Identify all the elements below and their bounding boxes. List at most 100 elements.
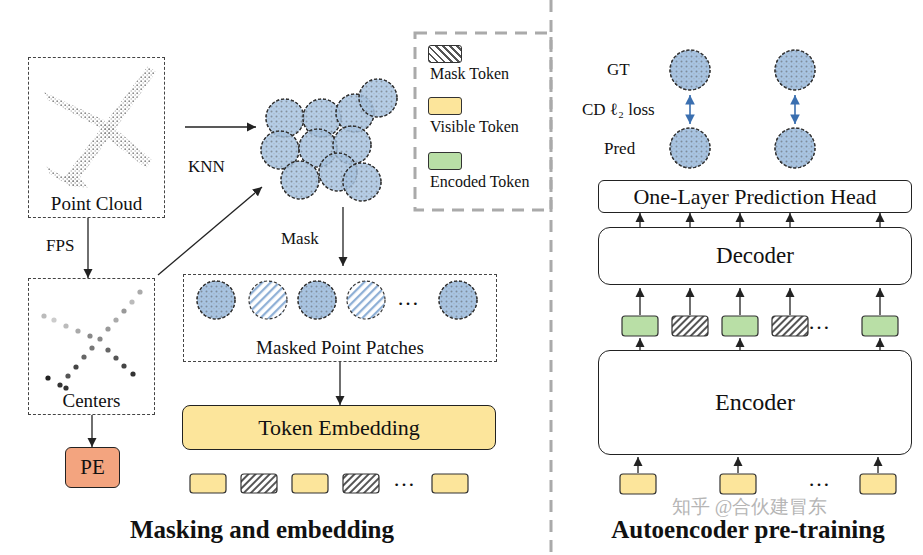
pe-box: PE [65,447,120,488]
drawing-part [789,288,790,315]
token-embedding-box: Token Embedding [182,405,496,450]
drawing-part [794,95,796,124]
node-label: Token Embedding [258,415,420,440]
drawing-part [298,281,336,319]
masked-patches [197,281,477,319]
drawing-part [439,281,477,319]
drawing-part [249,281,287,319]
masked-patches-box: Masked Point Patches [183,274,497,362]
edge-label: FPS [46,236,74,256]
knn-patch-cluster [261,79,397,201]
drawing-part [190,474,226,493]
watermark: 知乎 @合伙建冒东 [672,496,827,518]
ellipsis: … [808,466,830,491]
drawing-part [343,163,381,201]
node-label: Decoder [716,243,794,269]
drawing-part [130,371,135,376]
drawing-part [775,50,815,90]
ellipsis: … [397,285,419,310]
loss-label: CD ℓ₂ loss [582,100,655,120]
centers-box: Centers [28,278,155,415]
drawing-part [113,317,118,322]
drawing-part [102,124,152,168]
drawing-part [439,281,477,319]
legend-swatch [428,97,462,115]
drawing-part [87,333,92,338]
drawing-part [775,50,815,90]
drawing-part [670,50,710,90]
drawing-part [722,316,758,336]
legend-text: Encoded Token [430,173,529,191]
drawing-part [75,328,80,333]
connector-arrow [789,213,790,227]
drawing-part [63,385,68,390]
drawing-part [298,281,336,319]
drawing-part [720,474,756,494]
drawing-part [775,128,815,168]
ellipsis: … [808,309,830,334]
drawing-part [266,99,304,137]
panel-caption: Autoencoder pre-training [611,516,884,545]
drawing-part [359,79,397,117]
connector-arrow [339,362,340,405]
drawing-part [89,345,94,350]
drawing-part [197,281,235,319]
drawing-part [158,187,262,275]
drawing-part [689,288,690,315]
drawing-part [689,95,691,124]
drawing-part [879,288,880,315]
drawing-part [343,163,381,201]
drawing-part [879,338,880,350]
encoder-input-tokens [620,474,896,494]
drawing-part [185,126,256,127]
drawing-part [281,161,319,199]
drawing-part [197,281,235,319]
drawing-part [121,363,126,368]
drawing-part [860,474,896,494]
drawing-part [670,50,710,90]
drawing-part [359,79,397,117]
drawing-part [105,347,110,352]
legend-swatch [428,152,462,170]
drawing-part [737,457,738,473]
drawing-part [639,288,640,315]
drawing-part [637,457,638,473]
decoder-box: Decoder [598,227,912,285]
node-label: Centers [62,390,120,412]
drawing-part [105,326,110,331]
drawing-part [45,375,50,380]
drawing-part [64,66,156,186]
row-label: Pred [604,139,635,159]
drawing-part [46,166,88,188]
drawing-part [862,316,898,336]
drawing-part [432,474,468,493]
legend-text: Visible Token [430,118,519,136]
drawing-part [113,355,118,360]
gt-pred-patches [670,50,815,168]
drawing-part [73,364,78,369]
drawing-part [343,474,379,493]
ellipsis: … [393,466,415,491]
center-points [41,289,142,390]
node-label: One-Layer Prediction Head [633,184,876,209]
prediction-head-box: One-Layer Prediction Head [598,180,912,213]
drawing-part [241,474,277,493]
connector-arrow [639,213,640,227]
drawing-part [772,316,808,336]
connector-arrow [689,213,690,227]
point-cloud-box: Point Cloud [28,57,165,218]
embedded-token-row [190,474,468,493]
drawing-part [739,338,740,350]
drawing-part [670,128,710,168]
decoder-input-tokens [622,316,898,336]
connector-arrow [879,213,880,227]
drawing-part [81,354,86,359]
drawing-part [622,316,658,336]
legend-frame [415,33,551,210]
step-label: Mask [281,229,319,249]
drawing-part [281,161,319,199]
drawing-part [41,313,46,318]
step-label: KNN [188,157,225,177]
node-label: Point Cloud [51,193,142,215]
